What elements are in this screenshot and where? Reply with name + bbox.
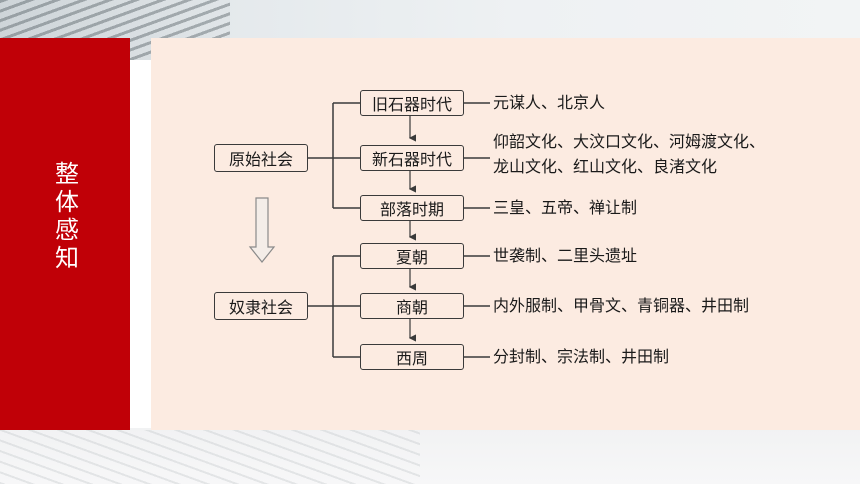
background-bottom-texture	[0, 430, 420, 484]
description-line: 元谋人、北京人	[493, 93, 606, 112]
society-node-primitive: 原始社会	[214, 144, 308, 172]
side-title-char: 整	[55, 160, 79, 188]
society-node-slave: 奴隶社会	[214, 292, 308, 320]
description-line: 三皇、五帝、禅让制	[493, 198, 638, 217]
description-line: 内外服制、甲骨文、青铜器、井田制	[493, 296, 750, 315]
period-description: 元谋人、北京人	[493, 90, 605, 115]
period-node: 部落时期	[360, 195, 464, 221]
description-line: 龙山文化、红山文化、良渚文化	[493, 157, 718, 176]
period-description: 世袭制、二里头遗址	[493, 243, 637, 268]
side-title-char: 体	[55, 188, 79, 216]
period-node: 商朝	[360, 293, 464, 319]
big-down-arrow-icon	[248, 197, 276, 263]
period-description: 三皇、五帝、禅让制	[493, 195, 637, 220]
period-node: 夏朝	[360, 243, 464, 269]
period-node: 西周	[360, 344, 464, 370]
side-title-char: 知	[55, 244, 79, 272]
period-description: 内外服制、甲骨文、青铜器、井田制	[493, 293, 749, 318]
period-description: 分封制、宗法制、井田制	[493, 344, 669, 369]
period-node: 旧石器时代	[360, 90, 464, 116]
description-line: 分封制、宗法制、井田制	[493, 347, 670, 366]
period-node: 新石器时代	[360, 145, 464, 171]
side-title-panel	[0, 38, 130, 430]
period-description: 仰韶文化、大汶口文化、河姆渡文化、 龙山文化、红山文化、良渚文化	[493, 129, 765, 179]
description-line: 仰韶文化、大汶口文化、河姆渡文化、	[493, 132, 766, 151]
side-title-char: 感	[55, 216, 79, 244]
background-bottom	[0, 428, 860, 484]
side-title: 整 体 感 知	[52, 160, 82, 272]
diagram-panel	[151, 38, 860, 430]
description-line: 世袭制、二里头遗址	[493, 246, 638, 265]
